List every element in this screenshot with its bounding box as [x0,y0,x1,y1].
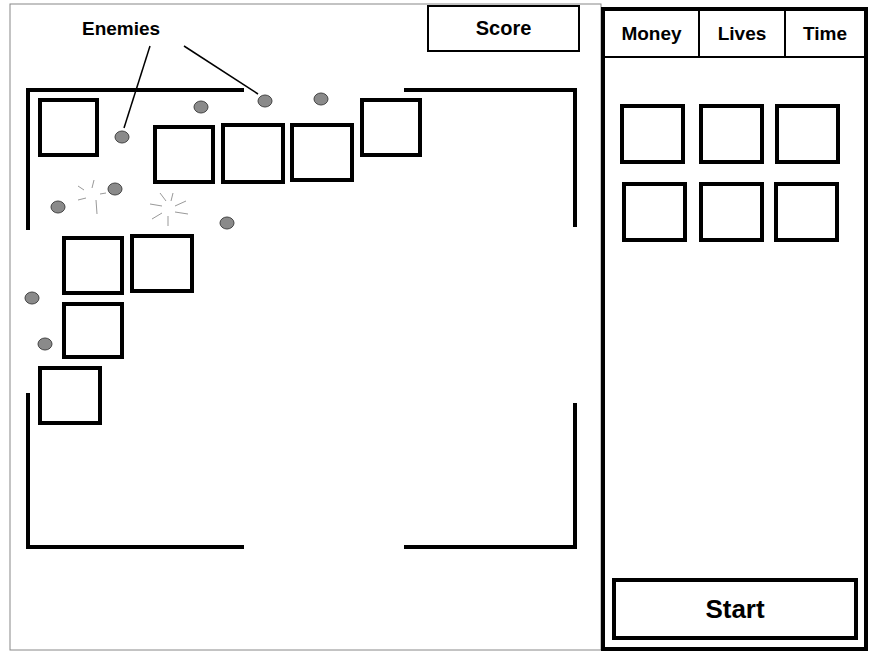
sparkle-ray [175,212,188,214]
tower-slot [701,184,762,240]
leader-line [124,46,150,128]
side-panel [603,9,866,649]
node-text: Money [621,23,681,45]
tower [362,100,420,155]
leader-lines [124,46,258,128]
sparkle-ray [100,193,106,194]
callout-label: Enemies [82,18,160,40]
tower [155,127,213,182]
sparkle-ray [78,198,86,200]
tower-slot [624,184,685,240]
hit-sparkles [78,180,188,226]
node-text: Score [476,17,532,40]
node-text: Lives [718,23,767,45]
time-header: Time [786,11,864,58]
money-header: Money [605,11,700,58]
enemies [25,93,328,350]
node-text: Time [803,23,847,45]
lives-header: Lives [700,11,786,58]
sparkle-ray [150,204,162,206]
tower [132,236,192,291]
tower [40,100,97,155]
node-text: Start [705,594,764,625]
tower-slot [777,106,838,162]
wall [406,90,575,225]
tower-slot [622,106,683,162]
enemy [314,93,328,105]
play-area-frame [10,4,601,650]
enemy [38,338,52,350]
sparkle-ray [160,193,166,201]
wall [406,405,575,547]
sparkle-ray [175,201,186,206]
tower [40,368,100,423]
wall [28,90,242,228]
tower-slots [622,106,838,240]
tower [223,125,283,182]
sparkle-ray [152,213,162,219]
sparkle-ray [78,186,84,190]
enemy [220,217,234,229]
sparkle-ray [96,200,97,214]
tower [64,304,122,357]
enemy [115,131,129,143]
tower-slot [776,184,837,240]
leader-line [184,46,258,94]
towers [40,100,420,423]
enemy [25,292,39,304]
sparkle-ray [171,193,173,201]
tower [292,125,352,180]
walls [28,90,575,547]
tower [64,238,122,293]
start-button: Start [612,578,858,640]
enemy [194,101,208,113]
enemy [51,201,65,213]
sparkle-ray [92,180,94,188]
score-box: Score [427,5,580,52]
enemy [108,183,122,195]
tower-slot [701,106,762,162]
enemy [258,95,272,107]
sparkle-ray [168,216,169,226]
